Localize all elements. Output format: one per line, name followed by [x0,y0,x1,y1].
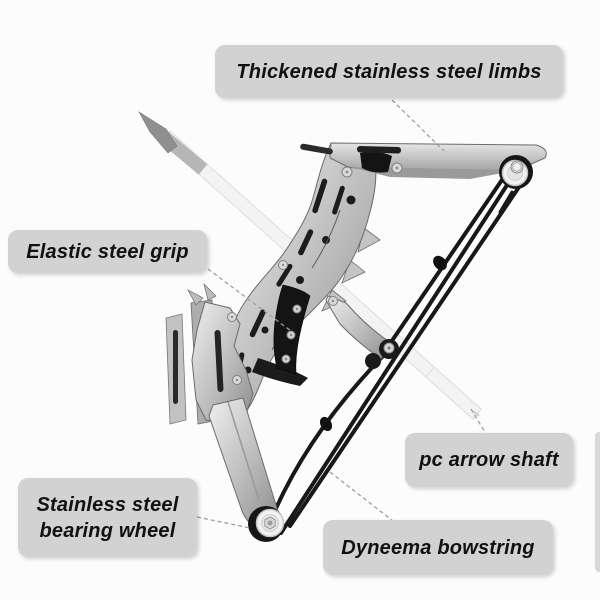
riser-hole [346,195,356,205]
arrow-shaft-front [424,366,483,420]
riser-slot [249,309,266,338]
callout-bearing-line1: Stainless steel [36,493,179,516]
leader-grip [207,268,292,332]
wheel-axle [267,520,273,526]
leader-limbs [391,99,445,152]
callout-grip: Elastic steel grip [8,230,207,273]
callout-bearing-wheel: Stainless steel bearing wheel [18,478,197,557]
bracket-horn [203,282,217,301]
bearing-wheel [248,506,285,542]
roller-arm [325,295,391,360]
leader-arrow-shaft [470,408,487,435]
bracket-slot [173,330,178,404]
callout-arrow-shaft-label: pc arrow shaft [419,449,559,471]
arrow-nock [472,410,480,417]
top-pulley [499,155,533,189]
roller-lobe [365,353,381,369]
arrow-head-icon [138,111,178,154]
grip [252,284,311,386]
bottom-limb-line [227,401,260,501]
callout-limbs: Thickened stainless steel limbs [215,45,563,98]
riser-slot [298,229,314,256]
callout-limbs-label: Thickened stainless steel limbs [236,60,542,83]
limb-slot [357,146,402,154]
callout-grip-label: Elastic steel grip [26,240,189,263]
roller-screw-dot [387,346,391,350]
callout-bearing-line2: bearing wheel [39,519,176,542]
riser-slot [332,185,345,215]
grip-shadow [252,358,308,386]
string-knot-lower [319,416,333,432]
pulley-screw-hex [512,162,522,172]
grip-body [273,284,311,375]
string-stub [498,190,514,214]
riser-engraving [311,209,341,269]
riser-hole [322,236,330,244]
riser-hole [296,276,304,284]
cable-lower [271,350,389,517]
frame-screws [227,162,403,385]
left-bracket [165,282,254,425]
riser-slot [276,263,293,287]
leader-lines [196,99,487,529]
bracket-slot [214,330,224,392]
limb-pocket [360,152,392,173]
cable-upper [385,172,508,350]
callout-bowstring-label: Dyneema bowstring [341,536,535,559]
leader-bearing-wheel [196,516,251,529]
bowstring-secondary [288,185,521,528]
string-knot-upper [433,255,447,271]
grip-screws [281,304,302,364]
limb-slot [300,143,333,155]
cropped-label-edge [595,432,600,572]
riser-spike [341,259,366,284]
riser-slot [312,178,328,214]
callout-bowstring: Dyneema bowstring [323,520,553,575]
bracket-horn [187,289,204,306]
callout-arrow-shaft: pc arrow shaft [405,433,573,487]
leader-bowstring [329,471,394,522]
string-roller [325,295,399,369]
riser-hole [261,326,269,334]
